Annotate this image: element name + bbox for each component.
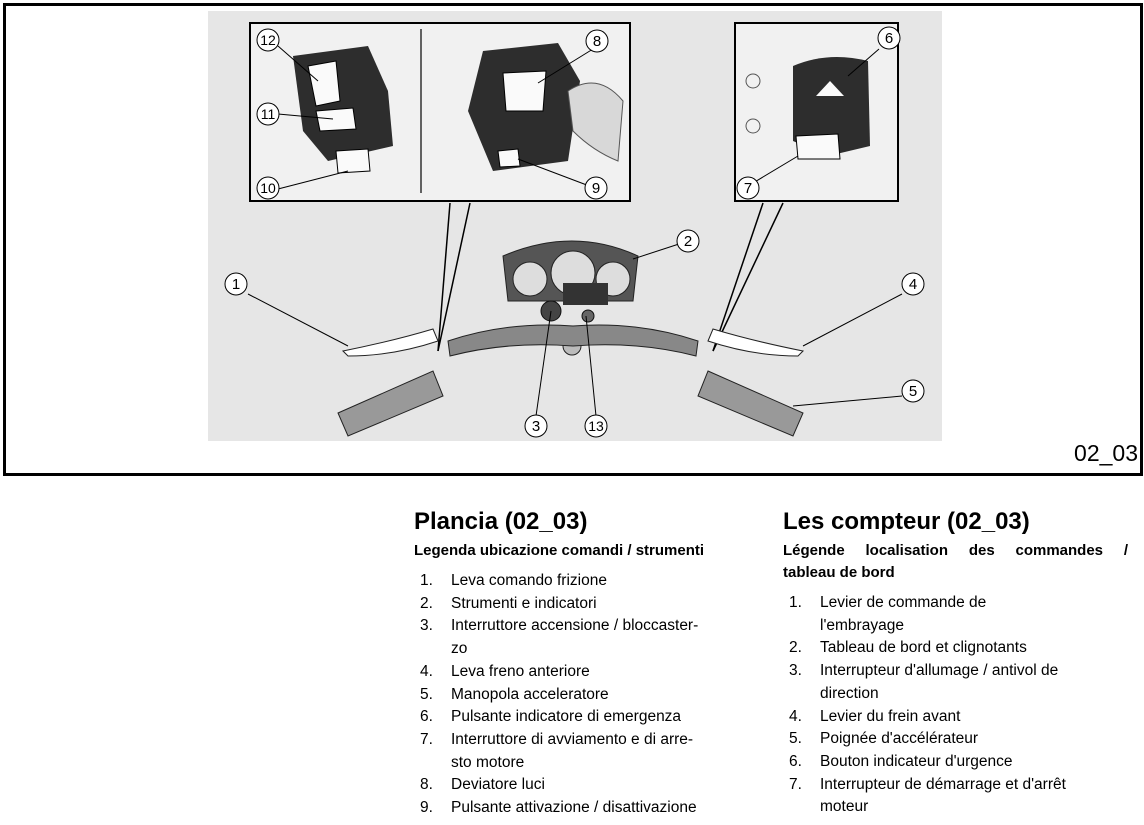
svg-text:13: 13 (588, 418, 604, 434)
italian-subtitle: Legenda ubicazione comandi / strumenti (414, 542, 705, 559)
list-item: 1.Leva comando frizione (420, 572, 607, 589)
callout-10: 10 (256, 176, 280, 200)
list-item: 4.Leva freno anteriore (420, 662, 590, 680)
handlebar (337, 324, 805, 437)
italian-column: Plancia (02_03) Legenda ubicazione coman… (414, 506, 754, 820)
callout-4: 4 (901, 272, 925, 296)
inset-left-switchgear (249, 22, 631, 202)
svg-text:1: 1 (232, 276, 240, 293)
callout-2: 2 (676, 229, 700, 253)
figure-frame: 1 2 3 4 5 6 7 8 9 10 11 12 13 02_03 (3, 3, 1143, 476)
list-item: 6.Pulsante indicatore di emergenza (420, 708, 682, 726)
list-item: 2.Tableau de bord et clignotants (789, 639, 1027, 657)
callout-6: 6 (877, 26, 901, 50)
list-item: 4.Levier du frein avant (789, 707, 961, 725)
italian-legend-list: 1.Leva comando frizione 2.Strumenti e in… (414, 570, 754, 820)
figure-code: 02_03 (1074, 440, 1138, 466)
callout-3: 3 (524, 414, 548, 438)
french-column: Les compteur (02_03) Légende localisatio… (783, 506, 1128, 819)
callout-8: 8 (585, 29, 609, 53)
french-title: Les compteur (02_03) (783, 508, 1030, 535)
handlebar-illustration: 1 2 3 4 5 6 7 8 9 10 11 12 13 (208, 11, 942, 441)
list-item: 5.Manopola acceleratore (420, 685, 609, 703)
list-item: 6.Bouton indicateur d'urgence (789, 752, 1013, 770)
list-item: 5.Poignée d'accélérateur (789, 730, 979, 748)
list-item: 9.Pulsante attivazione / disattivazione (420, 799, 697, 817)
svg-text:5: 5 (909, 383, 917, 400)
callout-13: 13 (584, 414, 608, 438)
callout-7: 7 (736, 176, 760, 200)
list-item: 8.Deviatore luci (420, 776, 545, 794)
callout-11: 11 (256, 102, 280, 126)
svg-text:2: 2 (684, 233, 692, 250)
callout-12: 12 (256, 28, 280, 52)
inset-right-switchgear (734, 22, 899, 202)
list-item: 3.Interruttore accensione / bloccaster-z… (420, 617, 699, 658)
list-item: 2.Strumenti e indicatori (420, 594, 597, 612)
list-item: 7.Interruttore di avviamento e di arre-s… (420, 730, 694, 771)
svg-text:9: 9 (592, 180, 600, 197)
callout-1: 1 (224, 272, 248, 296)
svg-text:4: 4 (909, 276, 917, 293)
svg-text:10: 10 (260, 180, 276, 196)
svg-text:11: 11 (261, 106, 276, 122)
svg-text:7: 7 (744, 180, 752, 197)
french-subtitle: Légende localisation des commandes /tabl… (783, 542, 1128, 581)
callout-9: 9 (584, 176, 608, 200)
svg-text:3: 3 (532, 418, 540, 435)
svg-text:8: 8 (593, 33, 601, 50)
italian-title: Plancia (02_03) (414, 508, 588, 535)
callout-5: 5 (901, 379, 925, 403)
svg-text:6: 6 (885, 30, 893, 47)
svg-text:12: 12 (260, 32, 276, 48)
